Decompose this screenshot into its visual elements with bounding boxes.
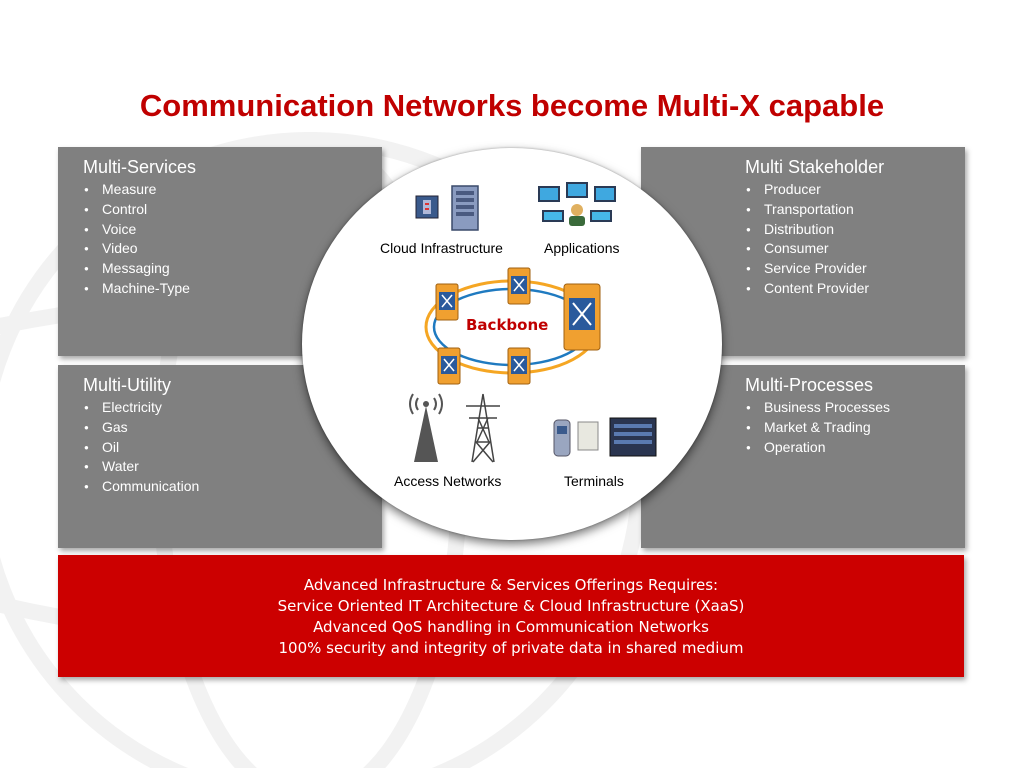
bullet-list: Business Processes Market & Trading Oper… <box>745 398 890 457</box>
slide-title: Communication Networks become Multi-X ca… <box>139 88 885 123</box>
list-item: Machine-Type <box>83 279 196 299</box>
network-node-icon <box>507 267 531 305</box>
list-item: Content Provider <box>745 279 884 299</box>
applications-label: Applications <box>544 240 620 256</box>
network-node-icon <box>507 347 531 385</box>
bullet-list: Measure Control Voice Video Messaging Ma… <box>83 180 196 299</box>
list-item: Measure <box>83 180 196 200</box>
requirements-banner: Advanced Infrastructure & Services Offer… <box>58 555 964 677</box>
power-pylon-icon <box>466 393 500 463</box>
list-item: Oil <box>83 438 199 458</box>
workstations-icon <box>538 182 616 226</box>
requirements-line: Advanced QoS handling in Communication N… <box>313 618 709 636</box>
antenna-tower-icon <box>409 393 443 462</box>
requirements-line: 100% security and integrity of private d… <box>278 639 744 657</box>
list-item: Operation <box>745 438 890 458</box>
list-item: Market & Trading <box>745 418 890 438</box>
network-node-icon <box>437 347 461 385</box>
list-item: Electricity <box>83 398 199 418</box>
terminal-devices-icon <box>553 417 657 457</box>
network-circle <box>302 148 722 540</box>
list-item: Transportation <box>745 200 884 220</box>
panel-title: Multi-Utility <box>83 375 171 395</box>
list-item: Messaging <box>83 259 196 279</box>
access-networks-label: Access Networks <box>394 473 502 489</box>
list-item: Video <box>83 239 196 259</box>
bullet-list: Electricity Gas Oil Water Communication <box>83 398 199 497</box>
list-item: Consumer <box>745 239 884 259</box>
terminals-label: Terminals <box>564 473 624 489</box>
list-item: Producer <box>745 180 884 200</box>
list-item: Water <box>83 457 199 477</box>
cloud-infrastructure-label: Cloud Infrastructure <box>380 240 503 256</box>
list-item: Distribution <box>745 220 884 240</box>
backbone-label: Backbone <box>466 316 549 334</box>
requirements-line: Service Oriented IT Architecture & Cloud… <box>277 597 745 615</box>
list-item: Gas <box>83 418 199 438</box>
list-item: Business Processes <box>745 398 890 418</box>
panel-title: Multi-Services <box>83 157 197 177</box>
server-rack-icon <box>415 185 479 231</box>
network-node-icon <box>435 283 459 321</box>
list-item: Communication <box>83 477 199 497</box>
list-item: Voice <box>83 220 196 240</box>
bullet-list: Producer Transportation Distribution Con… <box>745 180 884 299</box>
panel-title: Multi-Processes <box>745 375 874 395</box>
list-item: Control <box>83 200 196 220</box>
panel-title: Multi Stakeholder <box>745 157 885 177</box>
list-item: Service Provider <box>745 259 884 279</box>
network-node-icon <box>563 283 601 351</box>
requirements-line: Advanced Infrastructure & Services Offer… <box>303 576 719 594</box>
